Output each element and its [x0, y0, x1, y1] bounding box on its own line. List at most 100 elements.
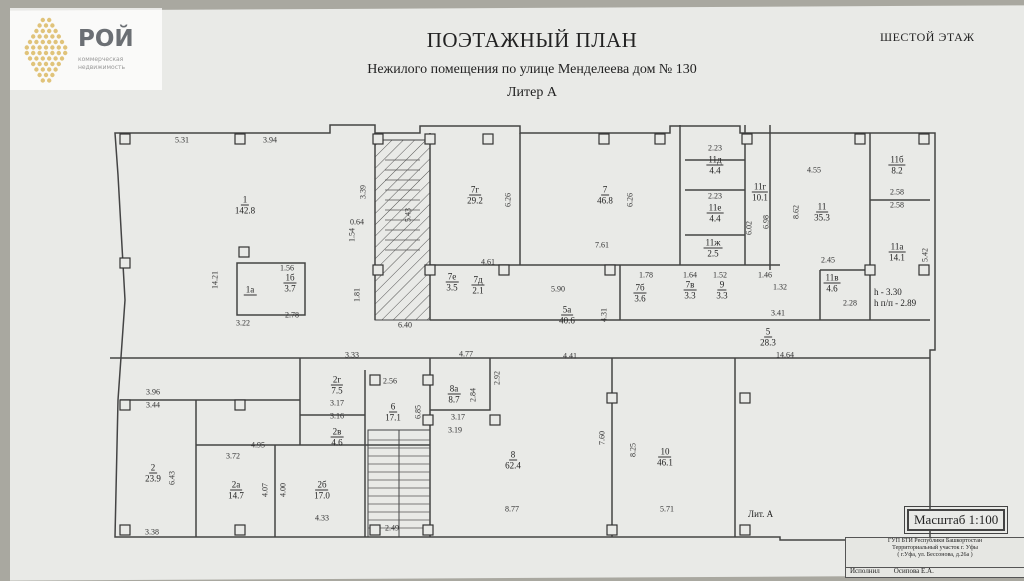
room-area: 4.4	[709, 213, 721, 224]
dimension-label: 6.43	[167, 471, 177, 485]
room-area: 8.2	[891, 165, 903, 176]
room-area: 14.7	[228, 490, 244, 501]
dimension-label: 2.58	[890, 200, 904, 210]
room-area: 3.7	[284, 283, 296, 294]
dimension-label: 1.81	[352, 288, 362, 302]
logo-tagline: коммерческая недвижимость	[78, 56, 126, 71]
room-number: 5а	[560, 304, 574, 316]
dimension-label: 14.64	[776, 350, 794, 360]
column-marker	[119, 257, 131, 269]
dimension-label: 8.62	[791, 205, 801, 219]
dimension-label: 1.64	[683, 270, 697, 280]
inner-walls	[110, 125, 930, 537]
dimension-label: 2.92	[492, 371, 502, 385]
column-marker	[864, 264, 876, 276]
dimension-label: 6.02	[744, 221, 754, 235]
room-number: 7д	[471, 274, 485, 286]
stairs-bottom	[367, 429, 431, 538]
room-area: 2.5	[707, 248, 719, 259]
column-marker	[918, 264, 930, 276]
room-number: 7б	[633, 282, 647, 294]
column-marker	[654, 133, 666, 145]
room-area: 40.6	[559, 315, 575, 326]
room-area: 28.3	[760, 337, 776, 348]
dimension-label: 2.78	[285, 310, 299, 320]
dimension-label: 3.38	[145, 527, 159, 537]
dimension-label: 4.55	[807, 165, 821, 175]
dimension-label: 3.22	[236, 318, 250, 328]
column-marker	[498, 264, 510, 276]
room-area: 8.7	[448, 394, 460, 405]
room-number: 8	[508, 449, 518, 461]
column-marker	[369, 524, 381, 536]
column-marker	[424, 264, 436, 276]
room-number: 9	[717, 279, 727, 291]
stamp-line2: Территориальный участок г. Уфы	[892, 545, 978, 551]
room-area: 142.8	[234, 205, 256, 216]
dimension-label: 1.54	[347, 228, 357, 242]
dimension-label: 4.41	[563, 351, 577, 361]
stamp-line1: ГУП БТИ Республики Башкортостан	[887, 538, 983, 544]
room-area: 4.6	[331, 437, 343, 448]
dimension-label: 0.64	[350, 217, 364, 227]
room-number: 11	[815, 201, 829, 213]
room-area: 17.1	[385, 412, 401, 423]
room-number: 1а	[243, 284, 257, 296]
column-marker	[119, 133, 131, 145]
dimension-label: 2.49	[385, 523, 399, 533]
room-number: 8а	[447, 383, 461, 395]
dimension-label: 4.07	[260, 483, 270, 497]
watermark-logo: РОЙ коммерческая недвижимость	[10, 8, 162, 90]
room-number: 10	[658, 446, 672, 458]
column-marker	[739, 392, 751, 404]
dimension-label: 3.19	[448, 425, 462, 435]
column-marker	[606, 392, 618, 404]
dimension-label: 6.26	[503, 193, 513, 207]
room-number: 11д	[706, 154, 724, 166]
column-marker	[234, 399, 246, 411]
scale-label: Масштаб 1:100	[903, 506, 1009, 534]
dimension-label: 3.16	[330, 411, 344, 421]
column-marker	[369, 374, 381, 386]
dimension-label: 5.43	[403, 208, 413, 222]
room-area: 3.6	[634, 293, 646, 304]
logo-hex-icon	[24, 17, 68, 83]
dimension-label: 4.31	[599, 308, 609, 322]
dimension-label: 3.44	[146, 400, 160, 410]
room-area: 29.2	[467, 195, 483, 206]
room-area: 14.1	[889, 252, 905, 263]
column-marker	[234, 524, 246, 536]
room-number: 1б	[283, 272, 297, 284]
dimension-label: 4.95	[251, 440, 265, 450]
dimension-label: 4.61	[481, 257, 495, 267]
dimension-label: 1.32	[773, 282, 787, 292]
stamp-name: Осипова Е.А.	[893, 567, 934, 575]
dimension-label: 2.23	[708, 143, 722, 153]
dimension-label: 3.17	[451, 412, 465, 422]
dimension-label: 6.85	[413, 405, 423, 419]
column-marker	[598, 133, 610, 145]
room-number: 2в	[330, 426, 344, 438]
room-area: 46.8	[597, 195, 613, 206]
room-number: 7е	[445, 271, 459, 283]
room-area: 17.0	[314, 490, 330, 501]
room-number: 1	[240, 194, 250, 206]
ceiling-height: h - 3.30	[874, 287, 902, 297]
stamp-role: Исполнил	[850, 567, 880, 575]
column-marker	[424, 133, 436, 145]
dimension-label: 2.84	[468, 388, 478, 402]
room-area: 46.1	[657, 457, 673, 468]
